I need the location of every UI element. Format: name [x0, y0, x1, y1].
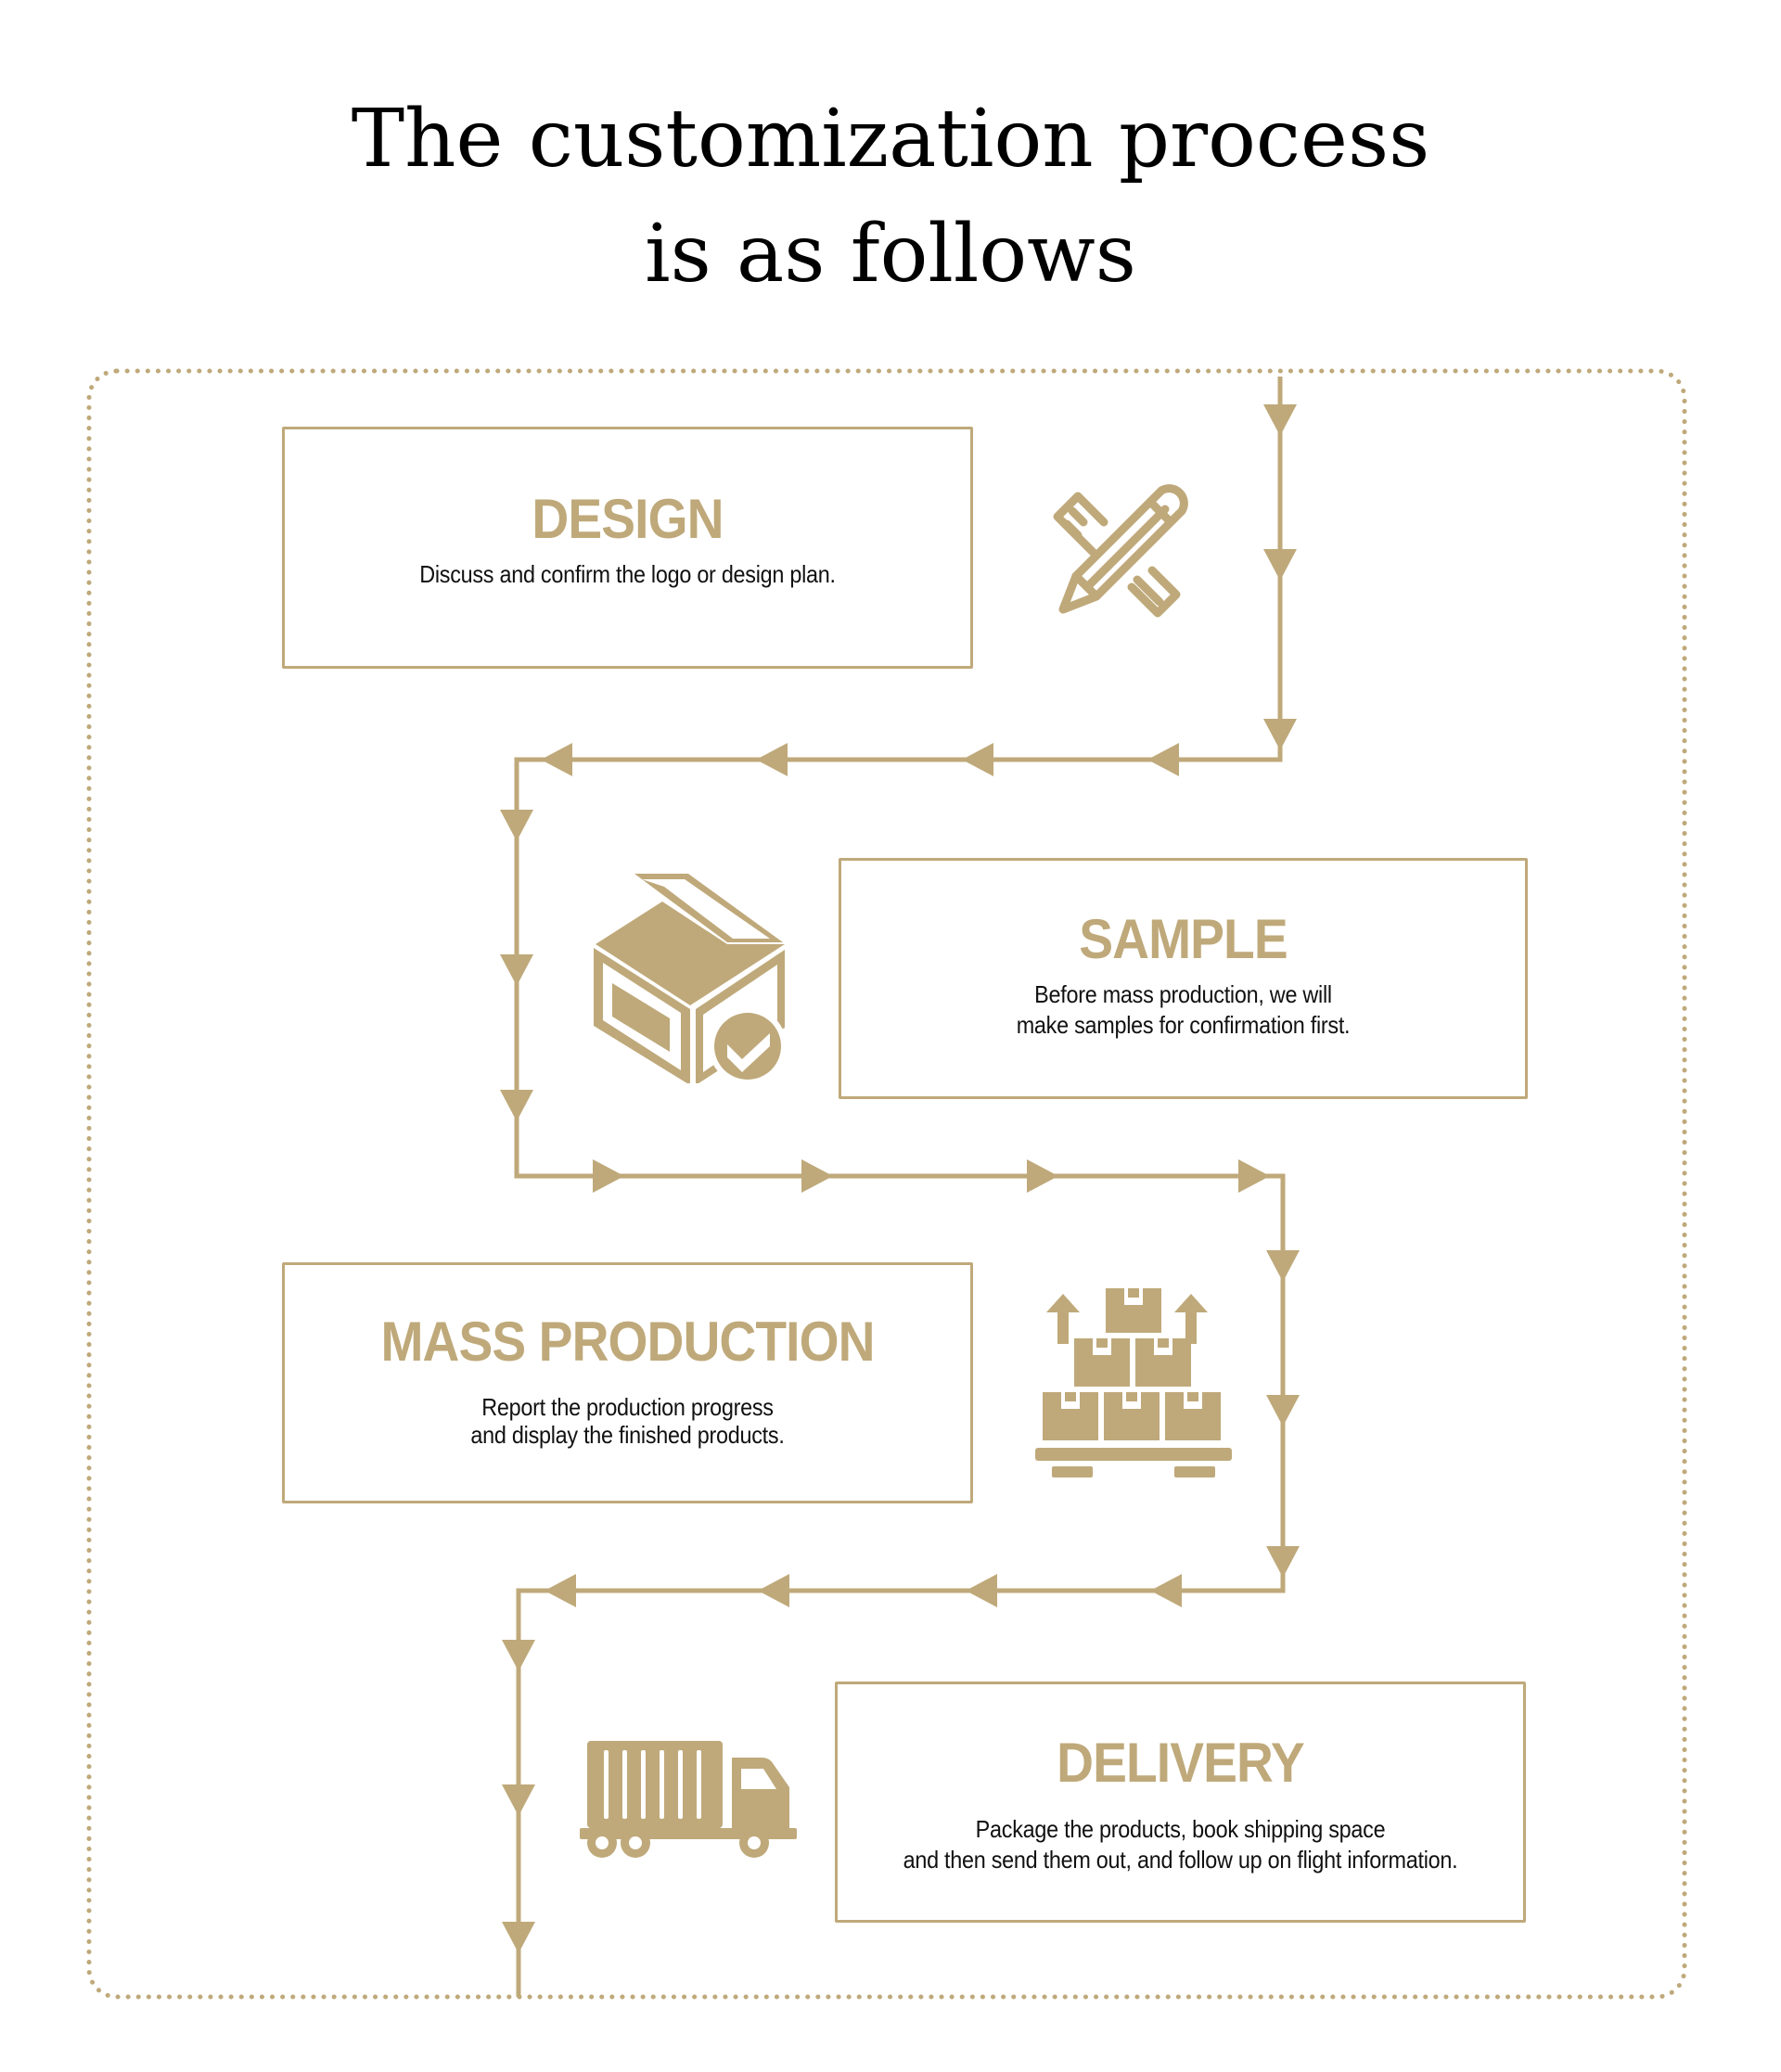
title-line-2: is as follows — [645, 208, 1136, 301]
pencil-ruler-icon — [1053, 484, 1188, 618]
arrow-down-icon — [1266, 1250, 1300, 1282]
arrow-down-icon — [1263, 549, 1297, 581]
arrow-right-icon — [593, 1159, 624, 1193]
flow-arrows — [500, 404, 1300, 1953]
arrow-down-icon — [502, 1640, 535, 1671]
desc-line: Package the products, book shipping spac… — [975, 1815, 1386, 1843]
title-line-1: The customization process — [351, 93, 1430, 185]
truck-icon — [580, 1741, 797, 1858]
step-heading: SAMPLE — [1079, 908, 1288, 970]
arrow-down-icon — [1263, 404, 1297, 436]
arrow-down-icon — [500, 810, 533, 841]
step-delivery: DELIVERY Package the products, book ship… — [835, 1682, 1526, 1923]
step-description: Report the production progress and displ… — [319, 1393, 936, 1449]
step-description: Package the products, book shipping spac… — [872, 1814, 1489, 1875]
arrow-down-icon — [1263, 719, 1297, 750]
step-heading: DESIGN — [532, 488, 724, 550]
step-design: DESIGN Discuss and confirm the logo or d… — [282, 427, 973, 669]
arrow-right-icon — [1027, 1159, 1058, 1193]
desc-line: make samples for confirmation first. — [1016, 1011, 1351, 1039]
arrow-left-icon — [966, 1574, 997, 1607]
pallet-boxes-icon — [1035, 1288, 1232, 1477]
desc-line: and display the finished products. — [470, 1421, 785, 1449]
arrow-down-icon — [1266, 1546, 1300, 1578]
arrow-left-icon — [545, 1574, 576, 1607]
dotted-frame — [86, 368, 1687, 2000]
box-check-icon — [594, 874, 787, 1083]
arrow-down-icon — [500, 954, 533, 986]
arrow-left-icon — [962, 743, 993, 776]
step-description: Before mass production, we will make sam… — [876, 979, 1491, 1041]
arrow-left-icon — [1150, 1574, 1182, 1607]
step-sample: SAMPLE Before mass production, we will m… — [839, 858, 1528, 1099]
arrow-left-icon — [541, 743, 572, 776]
arrow-down-icon — [502, 1784, 535, 1816]
desc-line: Report the production progress — [481, 1393, 774, 1421]
page-title: The customization process is as follows — [0, 82, 1781, 312]
arrow-right-icon — [801, 1159, 833, 1193]
arrow-left-icon — [756, 743, 788, 776]
desc-line: Before mass production, we will — [1034, 980, 1332, 1008]
desc-line: Discuss and confirm the logo or design p… — [419, 560, 836, 588]
desc-line: and then send them out, and follow up on… — [903, 1846, 1458, 1874]
arrow-down-icon — [1266, 1395, 1300, 1426]
step-mass-production: MASS PRODUCTION Report the production pr… — [282, 1262, 973, 1503]
step-description: Discuss and confirm the logo or design p… — [319, 559, 936, 590]
arrow-right-icon — [1238, 1159, 1270, 1193]
arrow-left-icon — [758, 1574, 789, 1607]
arrow-down-icon — [500, 1090, 533, 1121]
arrow-down-icon — [502, 1922, 535, 1953]
arrow-left-icon — [1147, 743, 1179, 776]
step-heading: DELIVERY — [1057, 1732, 1305, 1794]
step-heading: MASS PRODUCTION — [380, 1311, 875, 1373]
